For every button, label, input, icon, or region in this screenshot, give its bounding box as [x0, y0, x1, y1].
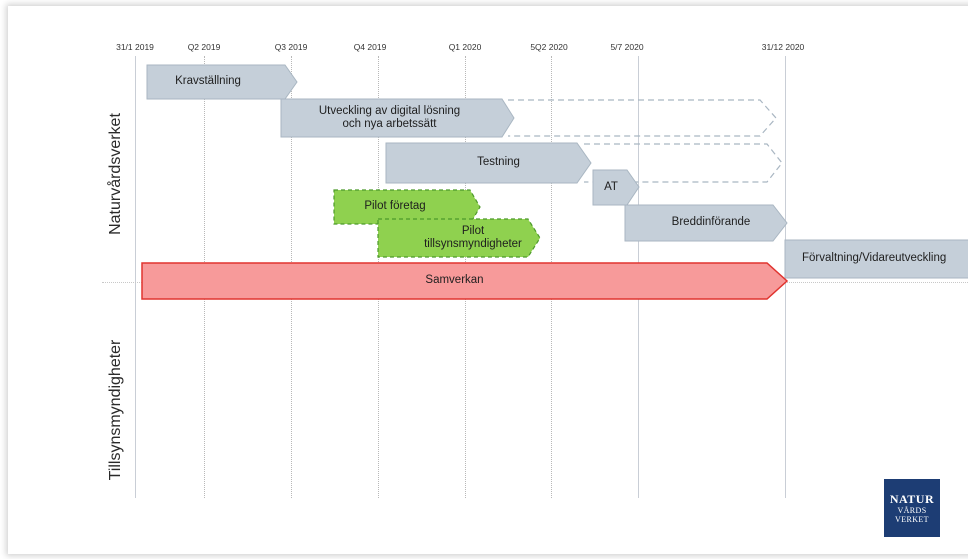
- bar-label: Testning: [477, 156, 520, 169]
- bar-label-line-1: Pilot: [461, 224, 485, 237]
- bar-label-line-2: tillsynsmyndigheter: [424, 238, 522, 250]
- bar-at: AT: [592, 169, 640, 206]
- bar-label: Kravställning: [175, 75, 241, 88]
- bar-forvaltning: Förvaltning/Vidareutveckling: [784, 239, 968, 279]
- bar-label: Pilot företag: [364, 200, 426, 213]
- bar-label: Samverkan: [425, 274, 484, 287]
- milestone-label: 31/12 2020: [761, 42, 805, 52]
- bar-pilot-foretag: Pilot företag: [333, 189, 481, 225]
- logo-line-1: NATUR: [889, 491, 935, 506]
- milestone-label: 31/1 2019: [116, 42, 154, 52]
- bar-label-line-1: Utveckling av digital lösning: [318, 104, 461, 117]
- bar-pilot-tillsynsmyndigheter: Pilot tillsynsmyndigheter: [377, 218, 541, 258]
- milestone-label: Q4 2019: [353, 42, 387, 52]
- lane-label-naturvardsverket: Naturvårdsverket: [107, 113, 124, 235]
- milestone-label: 5Q2 2020: [530, 42, 568, 52]
- bar-label-line-2: och nya arbetssätt: [342, 118, 437, 130]
- bar-kravstallning: Kravställning: [146, 64, 298, 100]
- timeline-slide: 31/1 2019 Q2 2019 Q3 2019 Q4 2019 Q1 202…: [8, 6, 968, 554]
- milestone-label: Q1 2020: [448, 42, 482, 52]
- logo-line-3: VERKET: [895, 514, 929, 524]
- bar-testning: Testning: [385, 142, 592, 184]
- milestone-gridline: [135, 56, 136, 498]
- bar-utveckling: Utveckling av digital lösning och nya ar…: [280, 98, 515, 138]
- utveckling-continuation-arrow: [508, 99, 777, 137]
- testning-continuation-arrow: [584, 143, 783, 183]
- milestone-label: Q3 2019: [274, 42, 308, 52]
- bar-breddinforande: Breddinförande: [624, 204, 788, 242]
- naturvardsverket-logo: NATUR VÅRDS VERKET: [884, 479, 940, 537]
- lane-label-tillsynsmyndigheter: Tillsynsmyndigheter: [107, 339, 124, 481]
- bar-label: Breddinförande: [671, 216, 751, 229]
- milestone-label: Q2 2019: [187, 42, 221, 52]
- bar-label: AT: [604, 180, 618, 193]
- bar-label: Förvaltning/Vidareutveckling: [802, 252, 947, 265]
- bar-samverkan: Samverkan: [141, 262, 789, 300]
- logo-line-2: VÅRDS: [897, 505, 927, 515]
- milestone-label: 5/7 2020: [610, 42, 644, 52]
